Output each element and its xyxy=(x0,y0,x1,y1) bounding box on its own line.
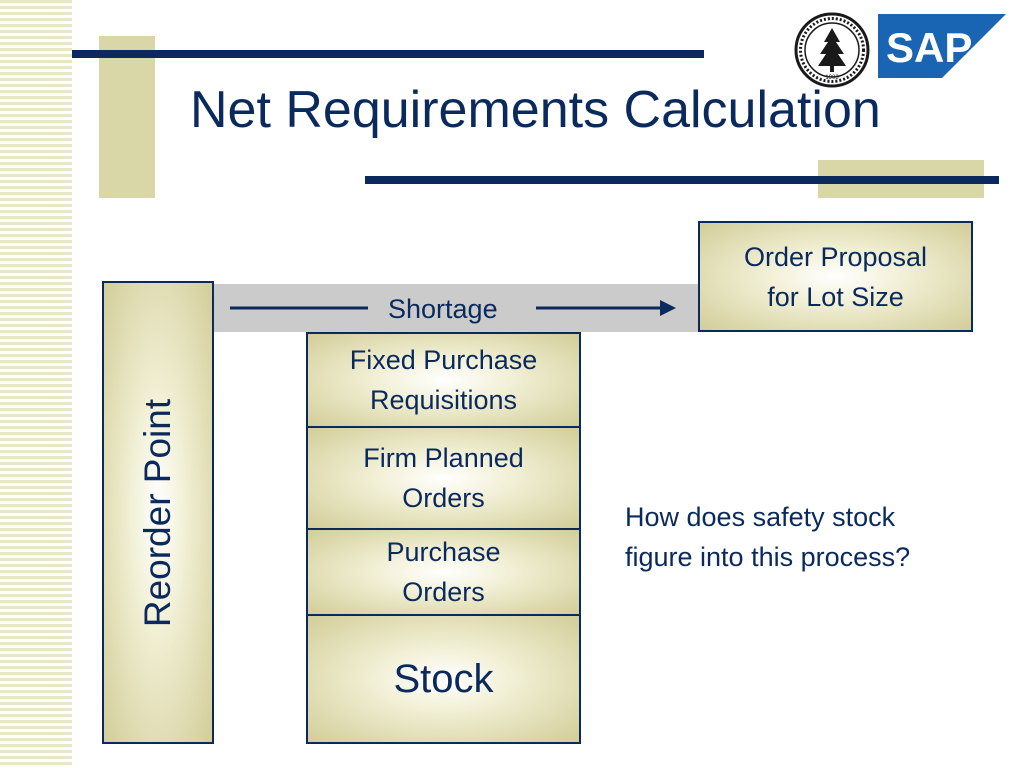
title-rule-top xyxy=(72,50,704,58)
box-line: Orders xyxy=(402,577,485,607)
reorder-point-label: Reorder Point xyxy=(137,398,179,627)
title-rule-bottom xyxy=(365,176,999,184)
question-line: figure into this process? xyxy=(625,542,911,572)
box-line: Orders xyxy=(402,483,485,513)
shortage-label: Shortage xyxy=(388,294,498,324)
reorder-point-box: Reorder Point xyxy=(102,281,214,744)
box-line: Purchase xyxy=(386,537,501,567)
svg-text:1903: 1903 xyxy=(825,75,839,81)
stock-label: Stock xyxy=(393,657,494,701)
svg-text:SAP: SAP xyxy=(886,24,972,71)
page-title: Net Requirements Calculation xyxy=(190,81,881,139)
box-line: Requisitions xyxy=(369,385,518,415)
box-line: Order Proposal xyxy=(743,241,928,272)
title-accent-block-left xyxy=(99,36,155,198)
box-line: for Lot Size xyxy=(767,281,904,312)
university-seal-logo: 1903 xyxy=(794,12,870,88)
question-line: How does safety stock xyxy=(625,502,896,532)
box-line: Fixed Purchase xyxy=(349,345,538,375)
box-line: Firm Planned xyxy=(363,443,524,473)
safety-stock-question: How does safety stock figure into this p… xyxy=(625,497,910,577)
sap-logo: SAP xyxy=(878,14,1006,78)
order-proposal-box: Order Proposal for Lot Size xyxy=(698,221,973,332)
stock-box: Stock xyxy=(306,614,581,744)
left-stripe-decoration xyxy=(0,0,72,768)
shortage-arrow xyxy=(230,300,676,316)
